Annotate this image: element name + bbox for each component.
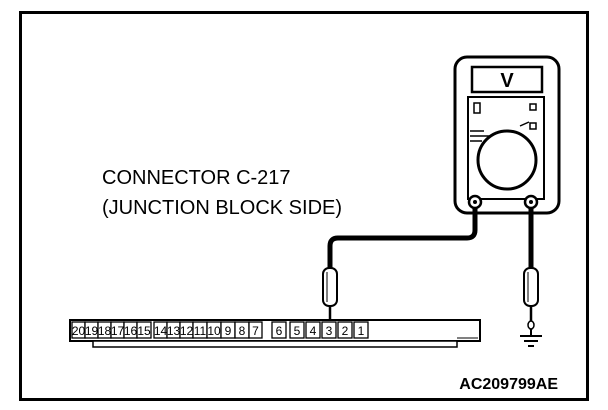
connector-pin-cell [289, 321, 305, 339]
connector-pin-label: 14 [154, 324, 168, 338]
connector-pin-label: 8 [239, 324, 246, 338]
connector-pin-label: 17 [111, 324, 125, 338]
connector-pin-label: 12 [180, 324, 194, 338]
connector-pin-label: 5 [294, 324, 301, 338]
test-lead-wire-1 [327, 208, 478, 268]
test-probe-ground [523, 267, 539, 330]
ground-symbol-icon [520, 330, 542, 347]
connector-label-line2: (JUNCTION BLOCK SIDE) [102, 197, 342, 219]
connector-pin-label: 9 [225, 324, 232, 338]
connector-pin-label: 15 [137, 324, 151, 338]
connector-pin-label: 20 [72, 324, 86, 338]
connector-pin-label: 7 [252, 324, 259, 338]
connector-pin-cell [321, 321, 337, 339]
figure-code: AC209799AE [459, 376, 558, 393]
connector-pin-cell [337, 321, 353, 339]
connector-pin-label: 18 [98, 324, 112, 338]
connector-pin-cell [305, 321, 321, 339]
connector-pin-label: 2 [342, 324, 349, 338]
voltmeter-icon: V [453, 55, 561, 215]
connector-pin-cell [248, 321, 263, 339]
connector-pin-label: 11 [194, 324, 207, 338]
connector-label-line1: CONNECTOR C-217 [102, 167, 291, 189]
connector-pin-cell [136, 321, 152, 339]
connector-pin-label: 10 [207, 324, 221, 338]
connector-pin-label: 13 [167, 324, 181, 338]
connector-pin-label: 19 [85, 324, 99, 338]
connector-pin-label: 3 [326, 324, 333, 338]
connector-pin-label: 4 [310, 324, 317, 338]
meter-dial [476, 129, 538, 191]
meter-mode-symbol: V [500, 70, 514, 92]
connector-pin-label: 1 [358, 324, 365, 338]
connector-pin-cell [353, 321, 369, 339]
meter-display [470, 65, 544, 94]
connector-pin-cell [271, 321, 287, 339]
test-probe-connector [322, 267, 338, 327]
connector-pin-label: 16 [124, 324, 138, 338]
connector-pin-label: 6 [276, 324, 283, 338]
